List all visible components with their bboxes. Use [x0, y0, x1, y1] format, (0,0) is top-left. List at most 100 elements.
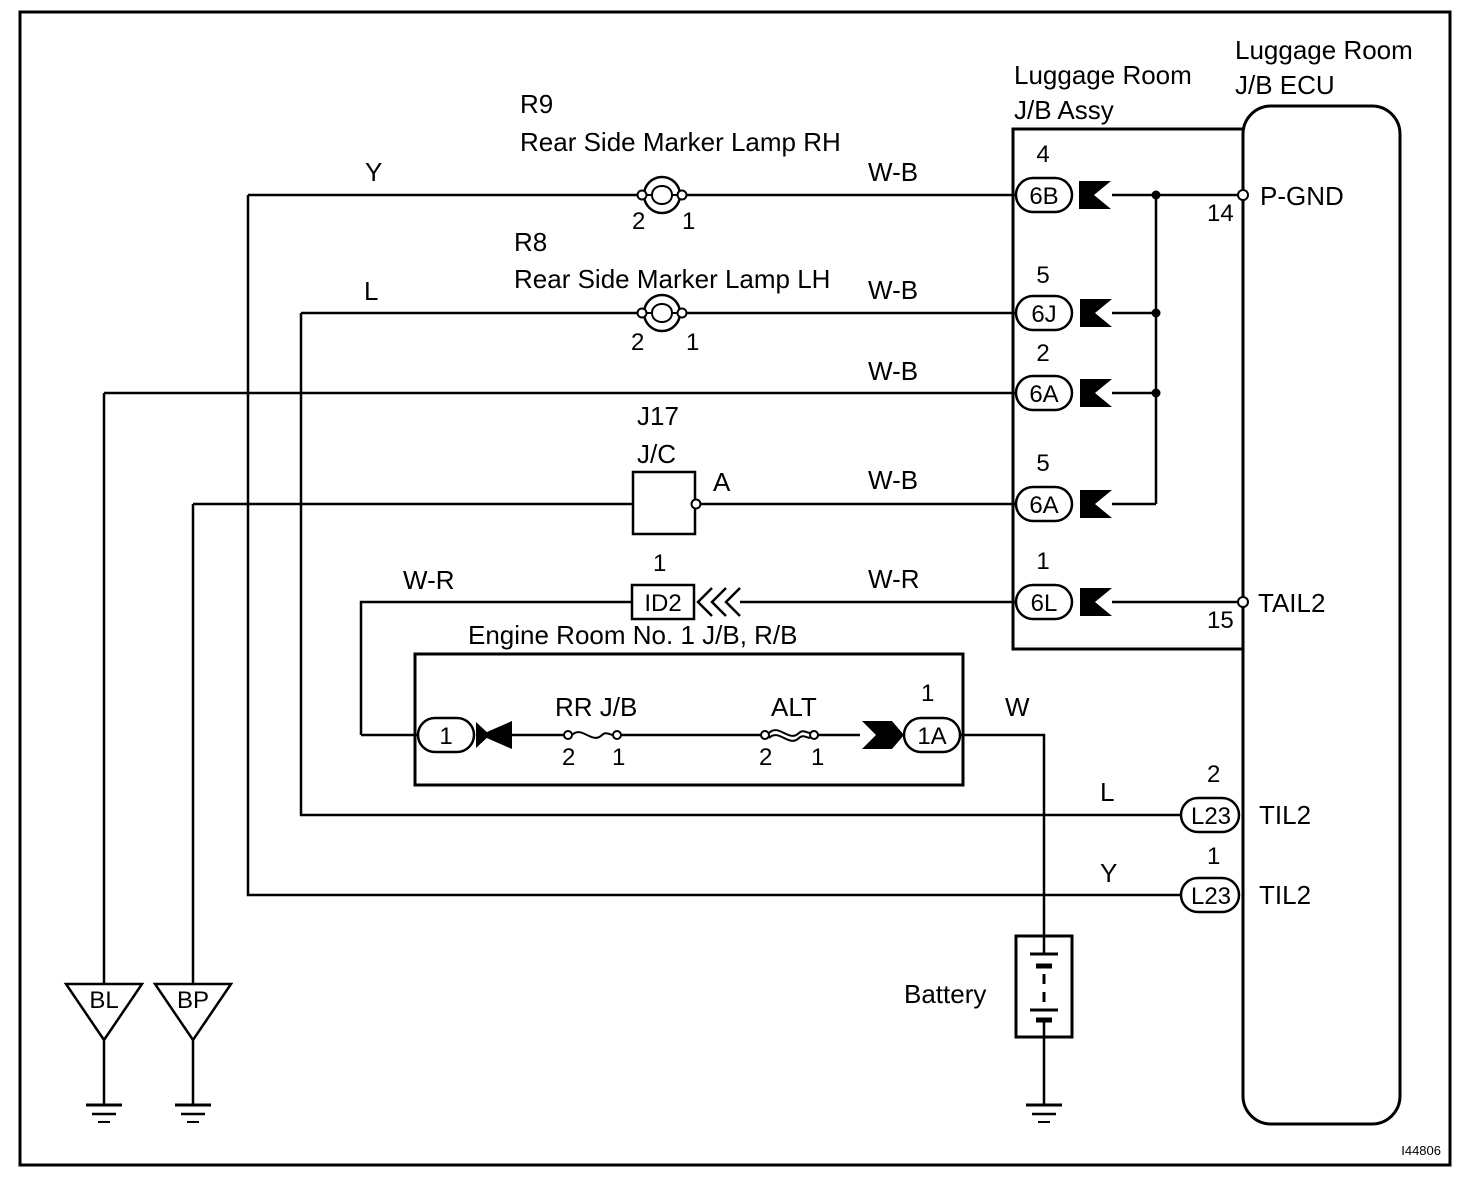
- j17-name: J/C: [637, 439, 676, 469]
- r9-pin-left: 2: [632, 208, 645, 235]
- fuse-rrjb-pin-left: 2: [562, 744, 575, 771]
- wire-wr-left-label: W-R: [403, 565, 455, 595]
- ground-point-bl: [63, 982, 145, 1043]
- fuse-rrjb-pin-right: 1: [612, 744, 625, 771]
- connector-arrow-icon: [476, 722, 490, 748]
- til2-a-label: TIL2: [1259, 800, 1311, 830]
- ground-point-bp: [152, 982, 234, 1043]
- ecu-body: [1241, 104, 1402, 1126]
- wire-y-bottom-label: Y: [1100, 858, 1117, 888]
- r9-pin-right: 1: [682, 208, 695, 235]
- connector-6l-pin: 1: [1036, 548, 1049, 575]
- battery-icon: [1030, 936, 1058, 1037]
- r8-pin-right: 1: [686, 329, 699, 356]
- j17-terminal: [690, 498, 702, 510]
- junction-dot: [1151, 190, 1161, 200]
- r9-ref: R9: [520, 89, 553, 119]
- connector-6b-label: 6B: [1029, 183, 1058, 210]
- ground-icon: [1026, 1103, 1062, 1123]
- ground-bl-label: BL: [89, 987, 118, 1014]
- connector-arrow-icon: [480, 721, 512, 749]
- fusible-link-icon: [768, 729, 811, 742]
- fuse-alt-pin-right: 1: [811, 744, 824, 771]
- fuse-terminal: [612, 730, 622, 740]
- connector-arrow-icon: [862, 721, 904, 749]
- connector-arrow-icon: [1080, 588, 1112, 616]
- wire-wb-r9-label: W-B: [868, 157, 918, 187]
- junction-dot: [1151, 308, 1161, 318]
- connector-er-1a-label: 1A: [917, 723, 946, 750]
- connector-l23-1-label: L23: [1191, 883, 1231, 910]
- connector-6j-label: 6J: [1031, 301, 1056, 328]
- ecu-title-line2: J/B ECU: [1235, 70, 1335, 100]
- pgnd-terminal: [1237, 189, 1249, 201]
- jb-assy-title-line1: Luggage Room: [1014, 60, 1192, 90]
- connector-id2: [630, 583, 696, 621]
- r8-pin-left: 2: [631, 329, 644, 356]
- j17-junction-box: [631, 470, 697, 536]
- tail2-pin: 15: [1207, 607, 1234, 634]
- r8-ref: R8: [514, 227, 547, 257]
- fuse-alt-pin-left: 2: [759, 744, 772, 771]
- wire-y-bottom: [246, 195, 1181, 897]
- connector-6a-5-label: 6A: [1029, 492, 1058, 519]
- tail2-label: TAIL2: [1258, 588, 1325, 618]
- wire-w-battery: [960, 733, 1046, 936]
- connector-arrow-icon: [1080, 379, 1112, 407]
- wire-l-top-label: L: [364, 276, 378, 306]
- r9-name: Rear Side Marker Lamp RH: [520, 127, 841, 157]
- inline-connector-chevron-icon: [696, 587, 741, 617]
- j17-ref: J17: [637, 401, 679, 431]
- connector-id2-pin: 1: [653, 550, 666, 577]
- connector-arrow-icon: [1080, 299, 1112, 327]
- wire-wb-r8-label: W-B: [868, 275, 918, 305]
- fuse-terminal: [563, 730, 573, 740]
- connector-6a-2-label: 6A: [1029, 381, 1058, 408]
- fuse-terminal: [809, 730, 819, 740]
- tail2-terminal: [1237, 596, 1249, 608]
- wire-wr-left: [359, 600, 632, 735]
- diagram-frame: [18, 10, 1452, 1167]
- fuse-alt-name: ALT: [771, 692, 817, 722]
- ecu-title-line1: Luggage Room: [1235, 35, 1413, 65]
- j17-pin: A: [713, 467, 731, 497]
- connector-id2-label: ID2: [644, 590, 681, 617]
- connector-er-1a-pin: 1: [921, 680, 934, 707]
- connector-l23-2-label: L23: [1191, 803, 1231, 830]
- connector-6a-5-pin: 5: [1036, 450, 1049, 477]
- fuse-icon: [571, 731, 614, 739]
- connector-6a-2-pin: 2: [1036, 340, 1049, 367]
- fuse-terminal: [760, 730, 770, 740]
- engine-room-jb-name: Engine Room No. 1 J/B, R/B: [468, 620, 797, 650]
- connector-l23-1: [1179, 876, 1241, 914]
- connector-l23-1-pin: 1: [1207, 843, 1220, 870]
- pgnd-pin: 14: [1207, 200, 1234, 227]
- til2-b-label: TIL2: [1259, 880, 1311, 910]
- pgnd-label: P-GND: [1260, 181, 1344, 211]
- engine-room-jb-box: [413, 652, 965, 787]
- connector-l23-2-pin: 2: [1207, 761, 1220, 788]
- connector-6b-pin: 4: [1036, 141, 1049, 168]
- lamp-icon: [636, 175, 688, 215]
- image-id: I44806: [1401, 1143, 1441, 1158]
- connector-6j-pin: 5: [1036, 262, 1049, 289]
- junction-dot: [1151, 388, 1161, 398]
- jb-assy-title-line2: J/B Assy: [1014, 95, 1114, 125]
- connector-arrow-icon: [1079, 181, 1111, 209]
- lamp-icon: [636, 293, 688, 333]
- connector-6l-label: 6L: [1031, 590, 1058, 617]
- ground-bp-label: BP: [177, 987, 209, 1014]
- wire-wb-6a-2-label: W-B: [868, 356, 918, 386]
- wire-wr-right-label: W-R: [868, 564, 920, 594]
- wire-wb-j17-label: W-B: [868, 465, 918, 495]
- connector-arrow-icon: [1080, 490, 1112, 518]
- fuse-rrjb-name: RR J/B: [555, 692, 637, 722]
- connector-l23-2: [1179, 796, 1241, 834]
- connector-er-1-label: 1: [439, 723, 452, 750]
- ground-icon: [175, 1103, 211, 1123]
- r8-name: Rear Side Marker Lamp LH: [514, 264, 830, 294]
- wire-w-label: W: [1005, 692, 1030, 722]
- wire-y-top-label: Y: [365, 157, 382, 187]
- battery-label: Battery: [904, 979, 986, 1009]
